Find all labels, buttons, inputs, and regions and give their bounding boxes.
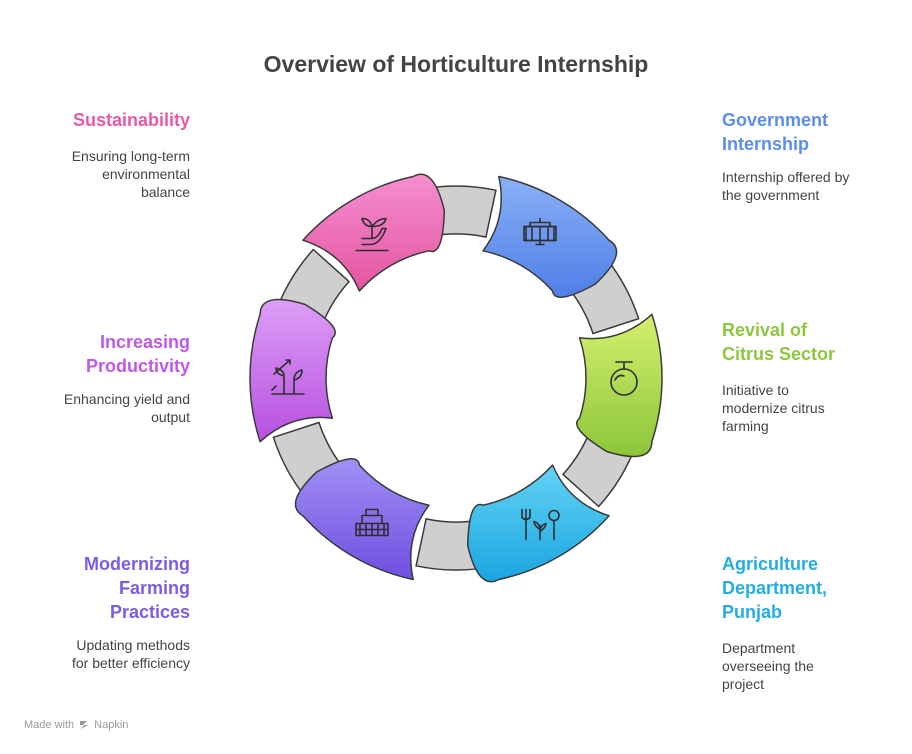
label-agriculture-department: Agriculture Department, Punjab <box>722 554 828 622</box>
desc-sustainability: Ensuring long-term environmental balance <box>71 148 190 200</box>
footer: Made with Napkin <box>24 719 128 731</box>
desc-revival-citrus: Initiative to modernize citrus farming <box>722 382 825 434</box>
ring-segments <box>249 173 663 583</box>
ring-segment <box>482 175 618 298</box>
desc-government-internship: Internship offered by the government <box>722 169 850 203</box>
label-increasing-productivity: Increasing Productivity <box>85 332 190 376</box>
footer-brand: Napkin <box>94 719 129 731</box>
desc-agriculture-department: Department overseeing the project <box>722 640 814 692</box>
label-sustainability: Sustainability <box>72 110 190 130</box>
growth-plant-icon <box>271 359 305 395</box>
page-title: Overview of Horticulture Internship <box>263 51 649 77</box>
napkin-logo-icon <box>80 721 89 729</box>
desc-increasing-productivity: Enhancing yield and output <box>63 391 190 425</box>
footer-made-with: Made with <box>24 719 75 731</box>
harvester-icon <box>355 508 389 537</box>
ring-segment <box>249 298 336 443</box>
ring-segment <box>302 173 446 292</box>
citrus-fruit-icon <box>610 361 638 396</box>
label-government-internship: Government Internship <box>722 110 829 154</box>
hand-plant-icon <box>355 217 389 252</box>
desc-modernizing-farming: Updating methods for better efficiency <box>71 637 190 671</box>
plants-tools-icon <box>521 508 560 541</box>
label-revival-citrus: Revival of Citrus Sector <box>722 320 836 364</box>
government-building-icon <box>523 217 557 246</box>
label-modernizing-farming: Modernizing Farming Practices <box>84 554 190 622</box>
ring-segment <box>576 313 663 458</box>
